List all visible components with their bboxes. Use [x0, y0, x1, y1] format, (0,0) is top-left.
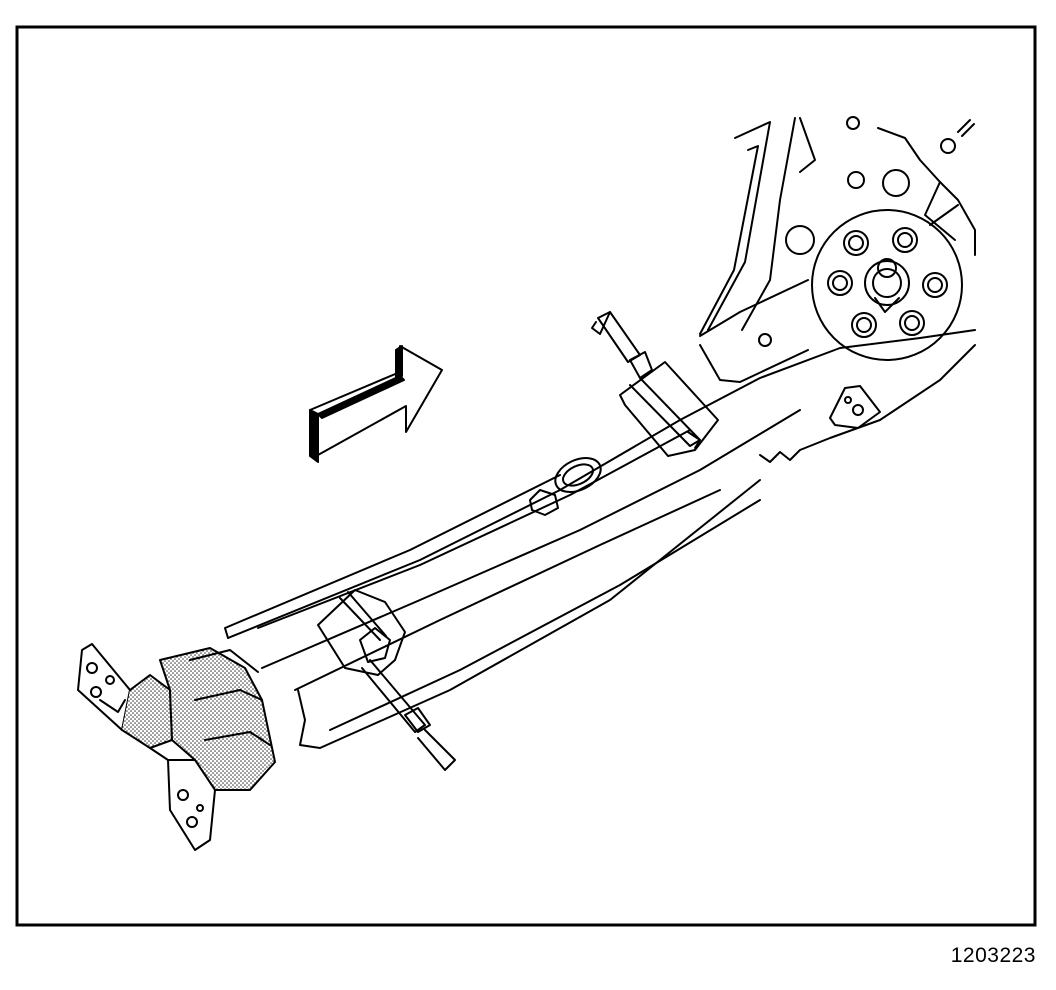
lower-fixture — [318, 590, 455, 770]
panel-holes — [759, 117, 974, 346]
shaded-mount — [78, 644, 275, 850]
figure-id-label: 1203223 — [950, 944, 1036, 967]
frame-rail — [225, 330, 975, 748]
side-bracket — [830, 386, 880, 428]
body-pillar — [700, 118, 975, 336]
upper-fixture — [592, 312, 718, 456]
rail-openings — [530, 451, 606, 515]
wheel-hub — [812, 210, 962, 360]
direction-arrow-icon — [310, 346, 442, 462]
figure-frame — [17, 27, 1035, 925]
